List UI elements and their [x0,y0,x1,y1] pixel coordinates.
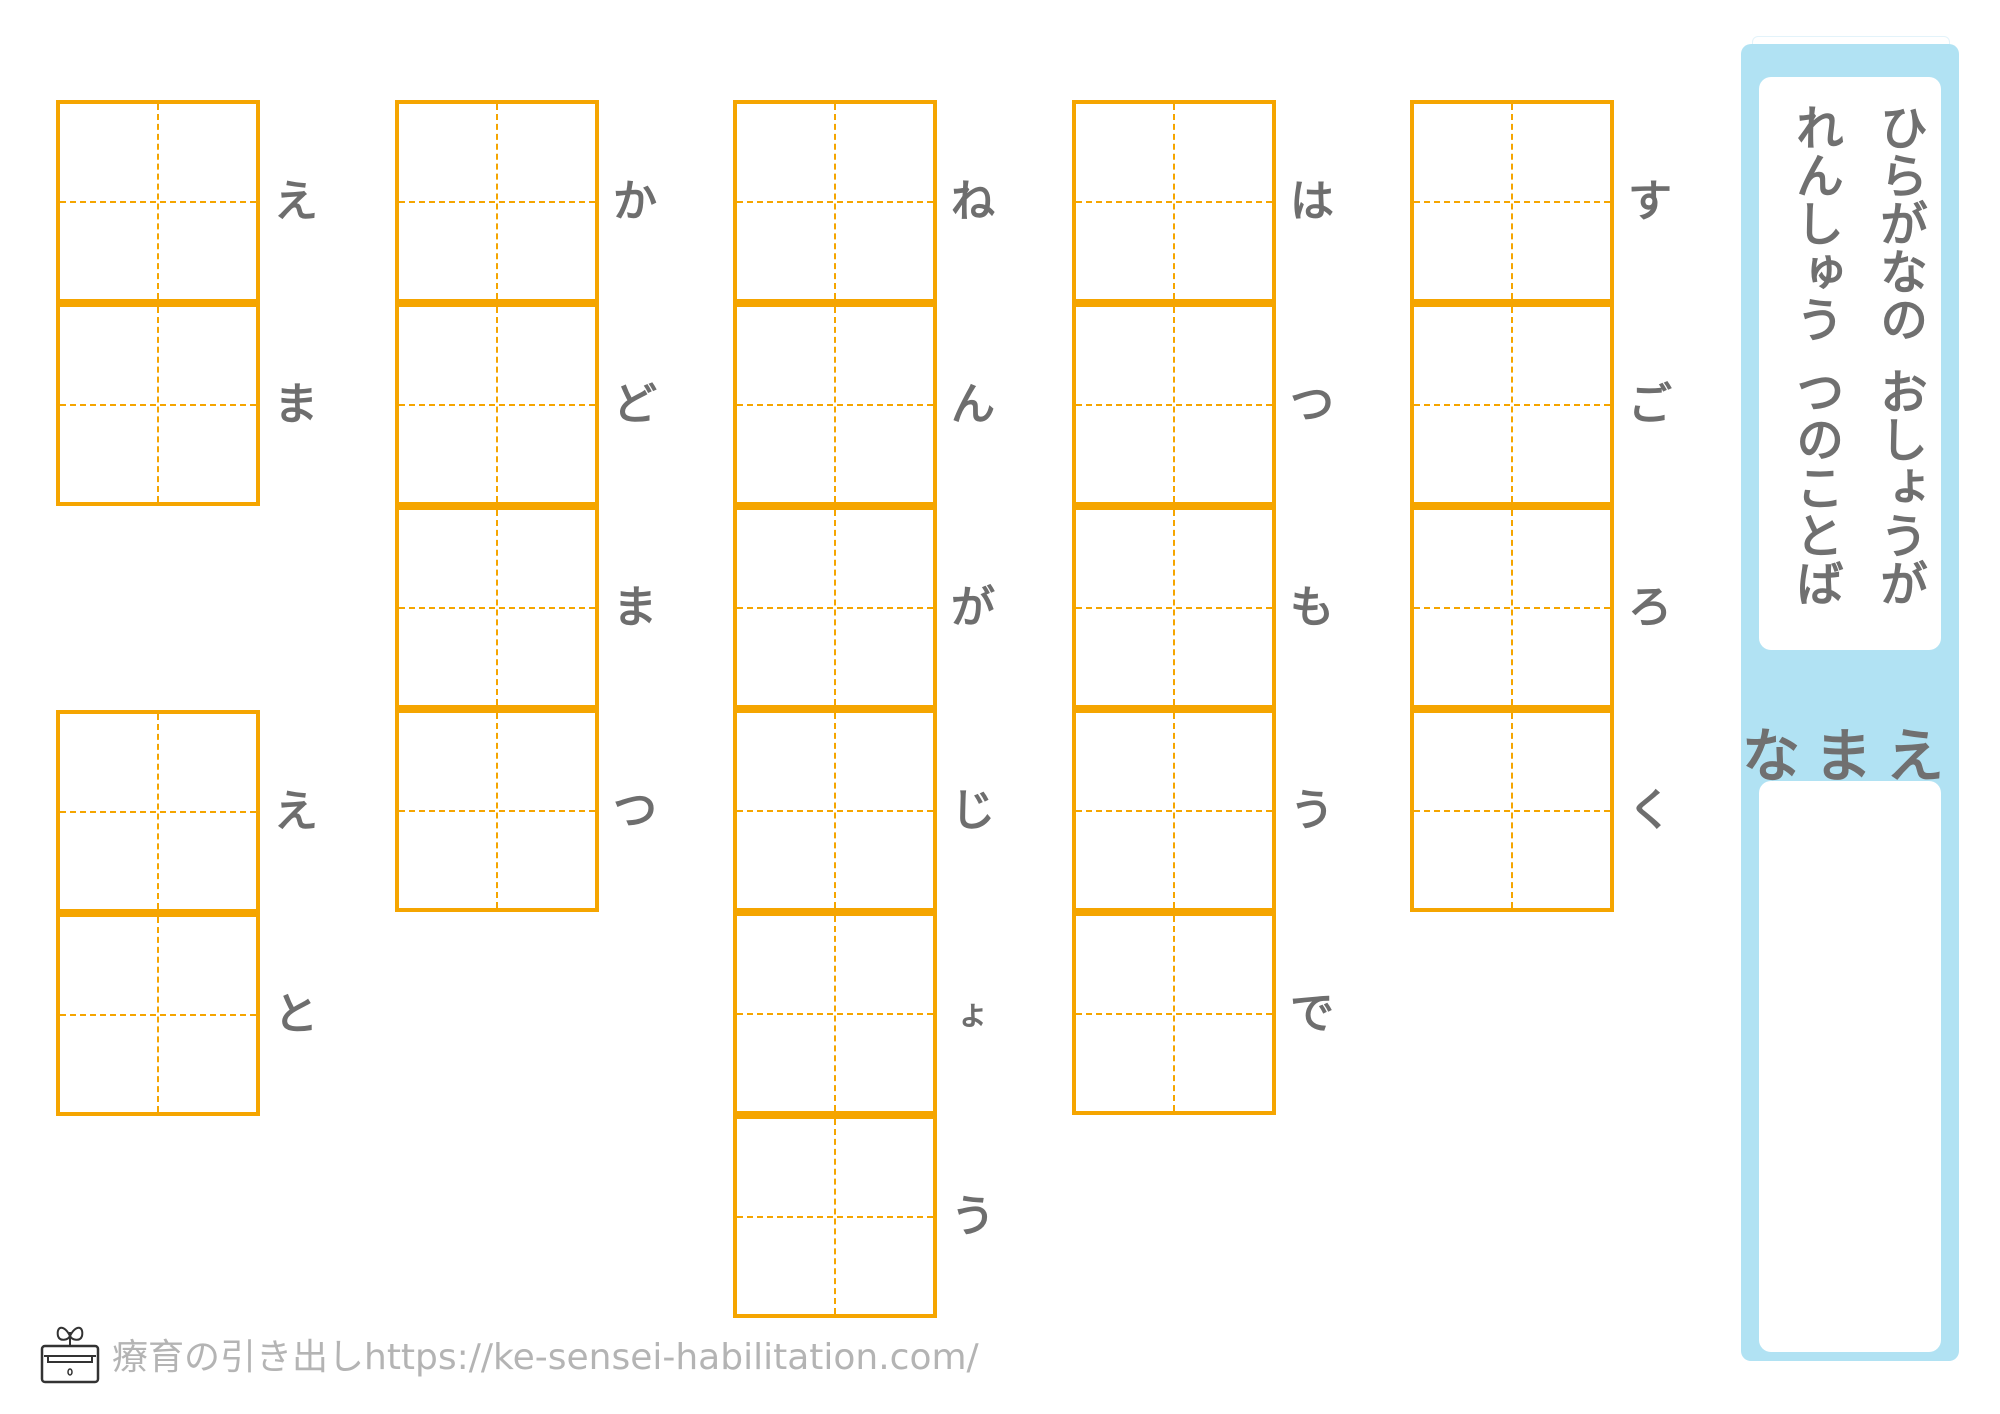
guide-line-horizontal [399,809,595,812]
guide-line-horizontal [1414,809,1610,812]
title-line-2: おしょうがつのことば [1787,366,1927,607]
writing-box[interactable] [1410,100,1614,303]
guide-letter: ょ [956,994,989,1032]
guide-line-horizontal [1414,200,1610,203]
writing-box[interactable] [733,912,937,1115]
writing-box[interactable] [733,100,937,303]
guide-letter: く [1628,785,1672,836]
writing-box[interactable] [395,303,599,506]
name-field[interactable] [1759,781,1941,1352]
writing-box[interactable] [1072,709,1276,912]
guide-letter: ま [274,379,318,430]
footer-site-text: 療育の引き出しhttps://ke-sensei-habilitation.co… [112,1337,979,1378]
writing-box[interactable] [56,710,260,913]
guide-line-horizontal [737,200,933,203]
guide-letter: ま [613,582,657,633]
guide-letter: う [1290,785,1334,836]
guide-letter: う [951,1191,995,1242]
name-label: なまえ [1741,722,1958,790]
guide-letter: も [1290,582,1334,633]
guide-line-horizontal [60,1013,256,1016]
guide-line-horizontal [399,403,595,406]
guide-letter: ど [613,379,657,430]
writing-box[interactable] [1072,100,1276,303]
guide-letter: ね [951,176,995,227]
guide-line-horizontal [737,809,933,812]
guide-line-horizontal [737,1012,933,1015]
guide-letter: か [613,176,657,227]
guide-letter: す [1628,176,1672,227]
guide-line-horizontal [1076,200,1272,203]
footer: 療育の引き出しhttps://ke-sensei-habilitation.co… [38,1322,979,1386]
side-panel: ひらがなのれんしゅう おしょうがつのことば なまえ [1741,44,1959,1361]
title-line-1: ひらがなのれんしゅう [1787,103,1927,343]
drawer-sprout-icon [40,1326,100,1384]
writing-box[interactable] [1410,506,1614,709]
writing-box[interactable] [56,100,260,303]
title-box: ひらがなのれんしゅう おしょうがつのことば [1759,77,1941,650]
guide-letter: と [274,989,318,1040]
guide-line-horizontal [737,606,933,609]
writing-box[interactable] [733,303,937,506]
writing-box[interactable] [56,303,260,506]
guide-line-horizontal [1076,606,1272,609]
guide-letter: が [951,582,995,633]
guide-letter: ご [1628,379,1672,430]
writing-box[interactable] [1072,912,1276,1115]
guide-line-horizontal [60,810,256,813]
guide-line-horizontal [60,403,256,406]
writing-box[interactable] [733,709,937,912]
guide-letter: え [274,176,318,227]
writing-box[interactable] [733,506,937,709]
writing-box[interactable] [1410,303,1614,506]
writing-box[interactable] [395,506,599,709]
writing-box[interactable] [1072,506,1276,709]
guide-line-horizontal [399,606,595,609]
guide-letter: ろ [1628,582,1672,633]
writing-box[interactable] [395,100,599,303]
guide-line-horizontal [1076,403,1272,406]
guide-letter: じ [951,785,995,836]
guide-line-horizontal [399,200,595,203]
writing-box[interactable] [1410,709,1614,912]
writing-box[interactable] [56,913,260,1116]
guide-letter: は [1290,176,1334,227]
guide-line-horizontal [1076,809,1272,812]
guide-line-horizontal [60,200,256,203]
guide-letter: え [274,786,318,837]
writing-box[interactable] [1072,303,1276,506]
guide-line-horizontal [1414,403,1610,406]
guide-letter: つ [613,785,657,836]
writing-box[interactable] [395,709,599,912]
guide-line-horizontal [1414,606,1610,609]
guide-line-horizontal [1076,1012,1272,1015]
guide-letter: ん [951,379,995,430]
guide-letter: つ [1290,379,1334,430]
guide-line-horizontal [737,1215,933,1218]
guide-letter: で [1290,988,1334,1039]
worksheet-title: ひらがなのれんしゅう おしょうがつのことば [1759,103,1941,630]
writing-box[interactable] [733,1115,937,1318]
guide-line-horizontal [737,403,933,406]
